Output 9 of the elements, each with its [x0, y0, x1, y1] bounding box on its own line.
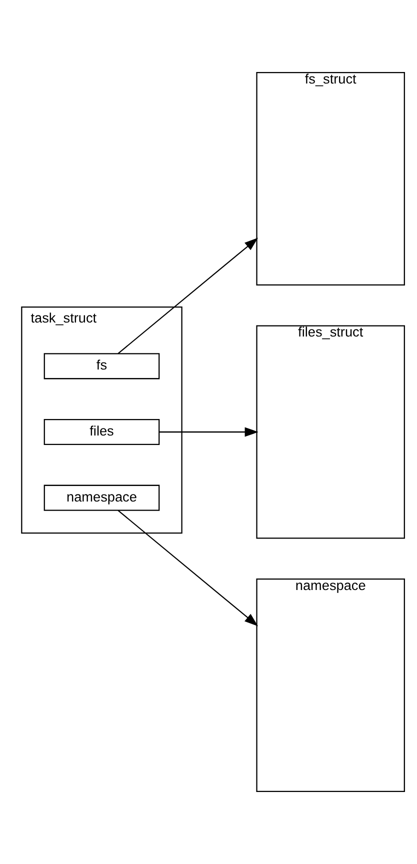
node-box: namespace — [44, 484, 160, 511]
node-box: fs_struct — [256, 72, 405, 286]
arrow — [159, 427, 258, 437]
arrow — [118, 238, 258, 354]
node-box: namespace — [256, 578, 405, 792]
node-box: fs — [44, 353, 160, 380]
node-box: files — [44, 418, 160, 446]
node-box: files_struct — [256, 325, 405, 539]
arrow — [118, 510, 258, 626]
